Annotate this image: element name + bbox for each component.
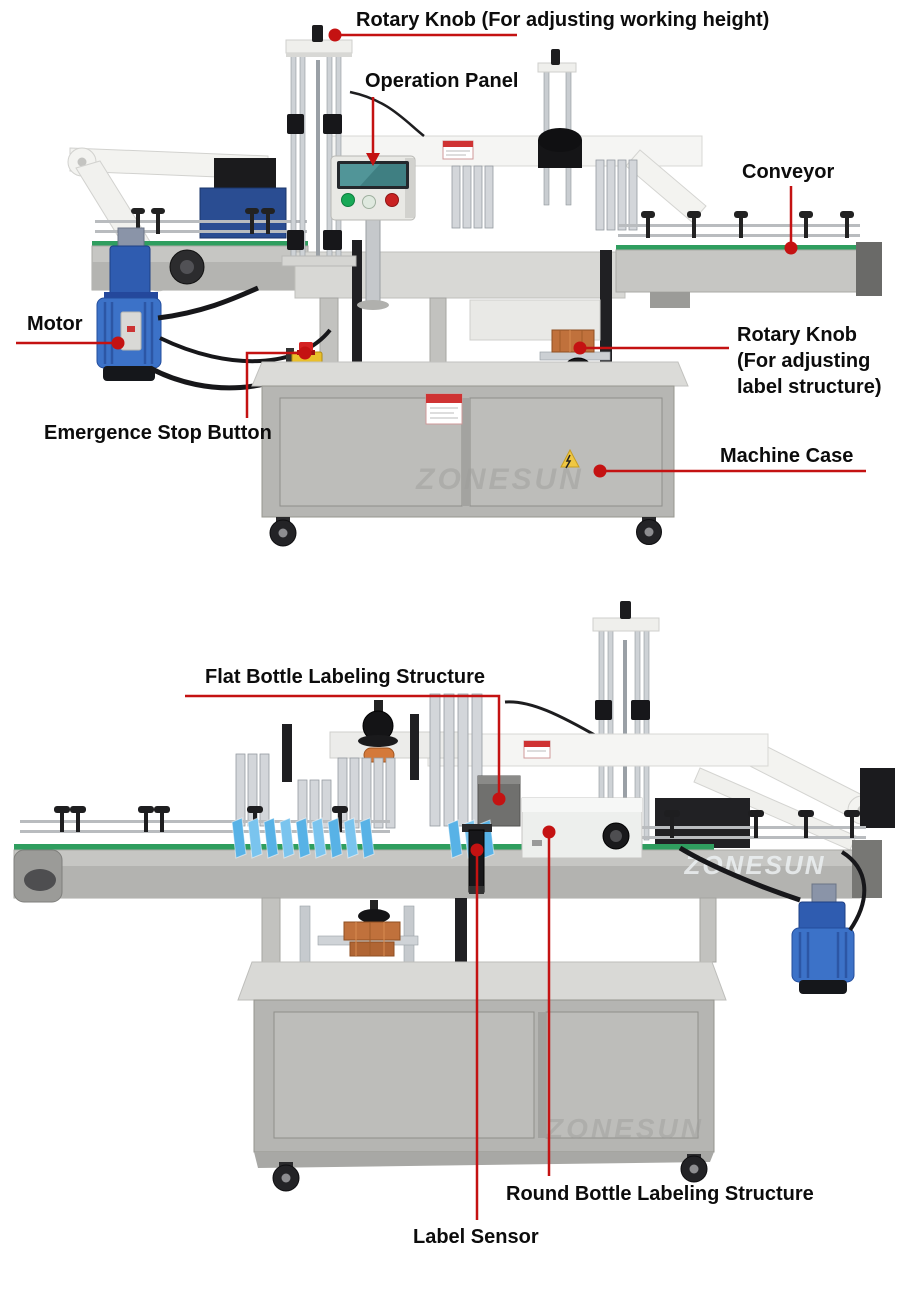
motor-graphic [96,227,332,391]
bottom-motor-graphic [678,845,867,994]
right-head-black-box [655,798,750,848]
label-roll-tower [537,49,582,206]
case-right-door [469,397,663,507]
bottom-conveyor: ZONESUN [13,806,882,903]
callout-conveyor: Conveyor [742,161,835,183]
bottom-main-beam [427,733,769,767]
far-right-black-box [860,768,895,828]
warning-sticker [442,140,474,160]
left-head-black-box [214,158,276,190]
height-adjust-tower [281,25,425,267]
label-stock-stacks [231,817,495,859]
bottom-caster-wheels [272,1154,708,1192]
bottom-machine-illustration: ZONESUN [13,601,895,1192]
callout-flat-bottle: Flat Bottle Labeling Structure [205,666,486,688]
callout-rotary-knob-height: Rotary Knob (For adjusting working heigh… [356,9,770,31]
flat-bottle-head [235,693,521,829]
panel-red-button [385,193,399,207]
callout-machine-case: Machine Case [720,445,854,467]
chrome-rollers [451,159,638,231]
case-watermark: ZONESUN [415,463,584,496]
operation-panel-graphic [330,155,416,310]
bottom-case-left-door [273,1011,535,1139]
bottom-case-watermark: ZONESUN [545,1113,704,1144]
bottom-machine-case: ZONESUN [237,961,727,1192]
callout-operation-panel: Operation Panel [365,70,519,92]
callout-lines [16,28,866,1220]
round-bottle-head [521,797,643,859]
callout-round-bottle: Round Bottle Labeling Structure [506,1183,814,1205]
caster-wheels [269,517,662,547]
case-warning-sticker [425,393,463,425]
conveyor-watermark: ZONESUN [683,850,825,880]
callout-rotary-knob-label-structure: Rotary Knob (For adjusting label structu… [737,324,882,398]
panel-green-button [341,193,355,207]
top-machine-illustration: ZONESUN [67,25,882,547]
bottom-case-right-door [545,1011,699,1139]
callout-motor: Motor [27,313,83,335]
bottom-warning-sticker [523,740,551,759]
case-hazard-triangle [560,448,580,469]
callout-emergency-stop: Emergence Stop Button [44,422,272,444]
height-rotary-knob-graphic [312,25,323,42]
callout-label-sensor: Label Sensor [413,1226,539,1248]
conveyor-right-segment [615,211,882,308]
panel-white-button [362,195,376,209]
machine-case-graphic: ZONESUN [251,361,689,547]
